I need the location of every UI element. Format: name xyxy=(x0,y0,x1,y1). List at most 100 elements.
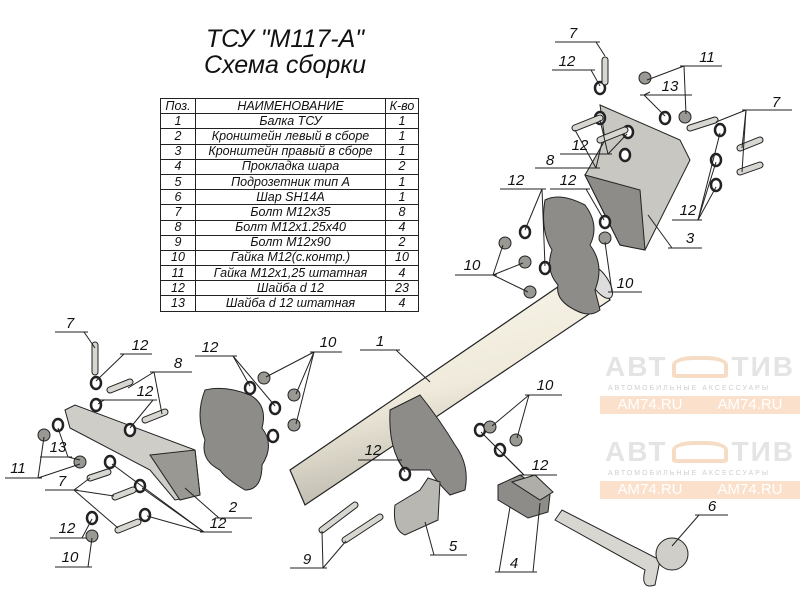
washer-icon xyxy=(268,400,282,416)
callout-10: 10 xyxy=(265,334,342,425)
washer-icon xyxy=(709,177,723,193)
header-name: НАИМЕНОВАНИЕ xyxy=(195,97,386,115)
washer-icon xyxy=(89,397,103,413)
callout-7: 7 xyxy=(715,94,792,173)
nut-icon xyxy=(257,371,271,385)
leader-line xyxy=(516,394,530,439)
leader-line xyxy=(532,502,541,573)
title-subtitle: Схема сборки xyxy=(204,51,366,79)
callout-4: 4 xyxy=(495,502,541,573)
cell-qty: 1 xyxy=(385,143,419,160)
callout-7: 7 xyxy=(45,473,119,529)
callout-10: 10 xyxy=(604,241,642,293)
cell-name: Подрозетник тип А xyxy=(195,173,386,191)
leader-line xyxy=(590,69,601,87)
callout-number: 12 xyxy=(572,137,589,154)
cell-name: Гайка М12(с.контр.) xyxy=(195,249,386,267)
callout-number: 10 xyxy=(617,275,634,292)
callout-number: 8 xyxy=(546,152,555,169)
table-header: Поз. НАИМЕНОВАНИЕ К-во xyxy=(160,97,419,115)
bolt-shaft xyxy=(319,502,358,533)
right-bracket xyxy=(584,104,691,251)
leader-line xyxy=(604,241,613,293)
cell-qty: 2 xyxy=(385,234,419,251)
callout-number: 12 xyxy=(210,515,227,532)
cell-pos: 8 xyxy=(160,219,196,236)
washer-icon xyxy=(658,110,672,126)
watermark-site: AM74.RU xyxy=(717,481,783,498)
callout-number: 7 xyxy=(569,25,578,42)
leader-line xyxy=(595,41,606,57)
nut-icon xyxy=(498,236,512,250)
leader-line xyxy=(492,274,529,293)
cell-name: Болт М12х90 xyxy=(195,234,386,251)
washer-icon xyxy=(713,122,727,138)
callout-number: 11 xyxy=(699,49,715,66)
watermark-subtitle: АВТОМОБИЛЬНЫЕ АКСЕССУАРЫ xyxy=(608,470,771,477)
washer-icon xyxy=(518,224,532,240)
cell-qty: 2 xyxy=(385,158,419,175)
cell-pos: 11 xyxy=(160,265,196,282)
callout-number: 12 xyxy=(560,172,577,189)
leader-line xyxy=(321,530,324,569)
leader-line xyxy=(697,161,717,221)
callout-10: 10 xyxy=(455,244,529,293)
callout-12: 12 xyxy=(560,119,628,155)
cell-name: Кронштейн правый в сборе xyxy=(195,143,386,160)
leader-line xyxy=(500,451,525,476)
cell-name: Шар SH14A xyxy=(195,189,386,206)
watermark-subtitle: АВТОМОБИЛЬНЫЕ АКСЕССУАРЫ xyxy=(608,385,771,392)
leader-line xyxy=(73,489,119,529)
callout-2: 2 xyxy=(184,487,252,519)
cell-name: Шайба d 12 xyxy=(195,280,386,297)
leader-line xyxy=(574,129,597,169)
leader-line xyxy=(83,331,96,349)
nut-icon xyxy=(483,420,497,434)
nut-icon xyxy=(638,71,652,85)
leader-line xyxy=(492,244,504,276)
leader-line xyxy=(607,133,628,155)
nut-icon xyxy=(518,255,532,269)
leader-line xyxy=(599,119,609,155)
callout-number: 8 xyxy=(174,355,183,372)
callout-12: 12 xyxy=(50,518,93,539)
cell-pos: 7 xyxy=(160,204,196,221)
leader-line xyxy=(697,186,717,221)
leader-line xyxy=(491,394,530,427)
leader-line xyxy=(541,188,546,267)
cell-pos: 3 xyxy=(160,143,196,160)
callout-12: 12 xyxy=(95,337,152,382)
leader-line xyxy=(585,188,605,221)
leader-line xyxy=(129,399,154,429)
cell-pos: 5 xyxy=(160,173,196,191)
callout-number: 9 xyxy=(303,551,312,568)
leader-line xyxy=(67,456,81,461)
leader-line xyxy=(397,459,406,473)
left-flange-plate xyxy=(199,387,269,491)
title-model: ТСУ "М117-А" xyxy=(205,25,365,53)
leader-line xyxy=(184,487,220,519)
cell-name: Кронштейн левый в сборе xyxy=(195,128,386,145)
cell-name: Болт М12х35 xyxy=(195,204,386,221)
callout-number: 10 xyxy=(62,549,79,566)
leader-line xyxy=(73,477,91,491)
washer-icon xyxy=(398,466,412,482)
callout-number: 12 xyxy=(532,457,549,474)
cell-qty: 4 xyxy=(385,265,419,282)
bolt-shaft xyxy=(107,379,133,393)
washer-icon xyxy=(123,422,137,438)
leader-line xyxy=(492,262,524,276)
callout-7: 7 xyxy=(555,25,606,57)
leader-line xyxy=(141,487,205,533)
watermark-logo-icon xyxy=(672,356,728,378)
